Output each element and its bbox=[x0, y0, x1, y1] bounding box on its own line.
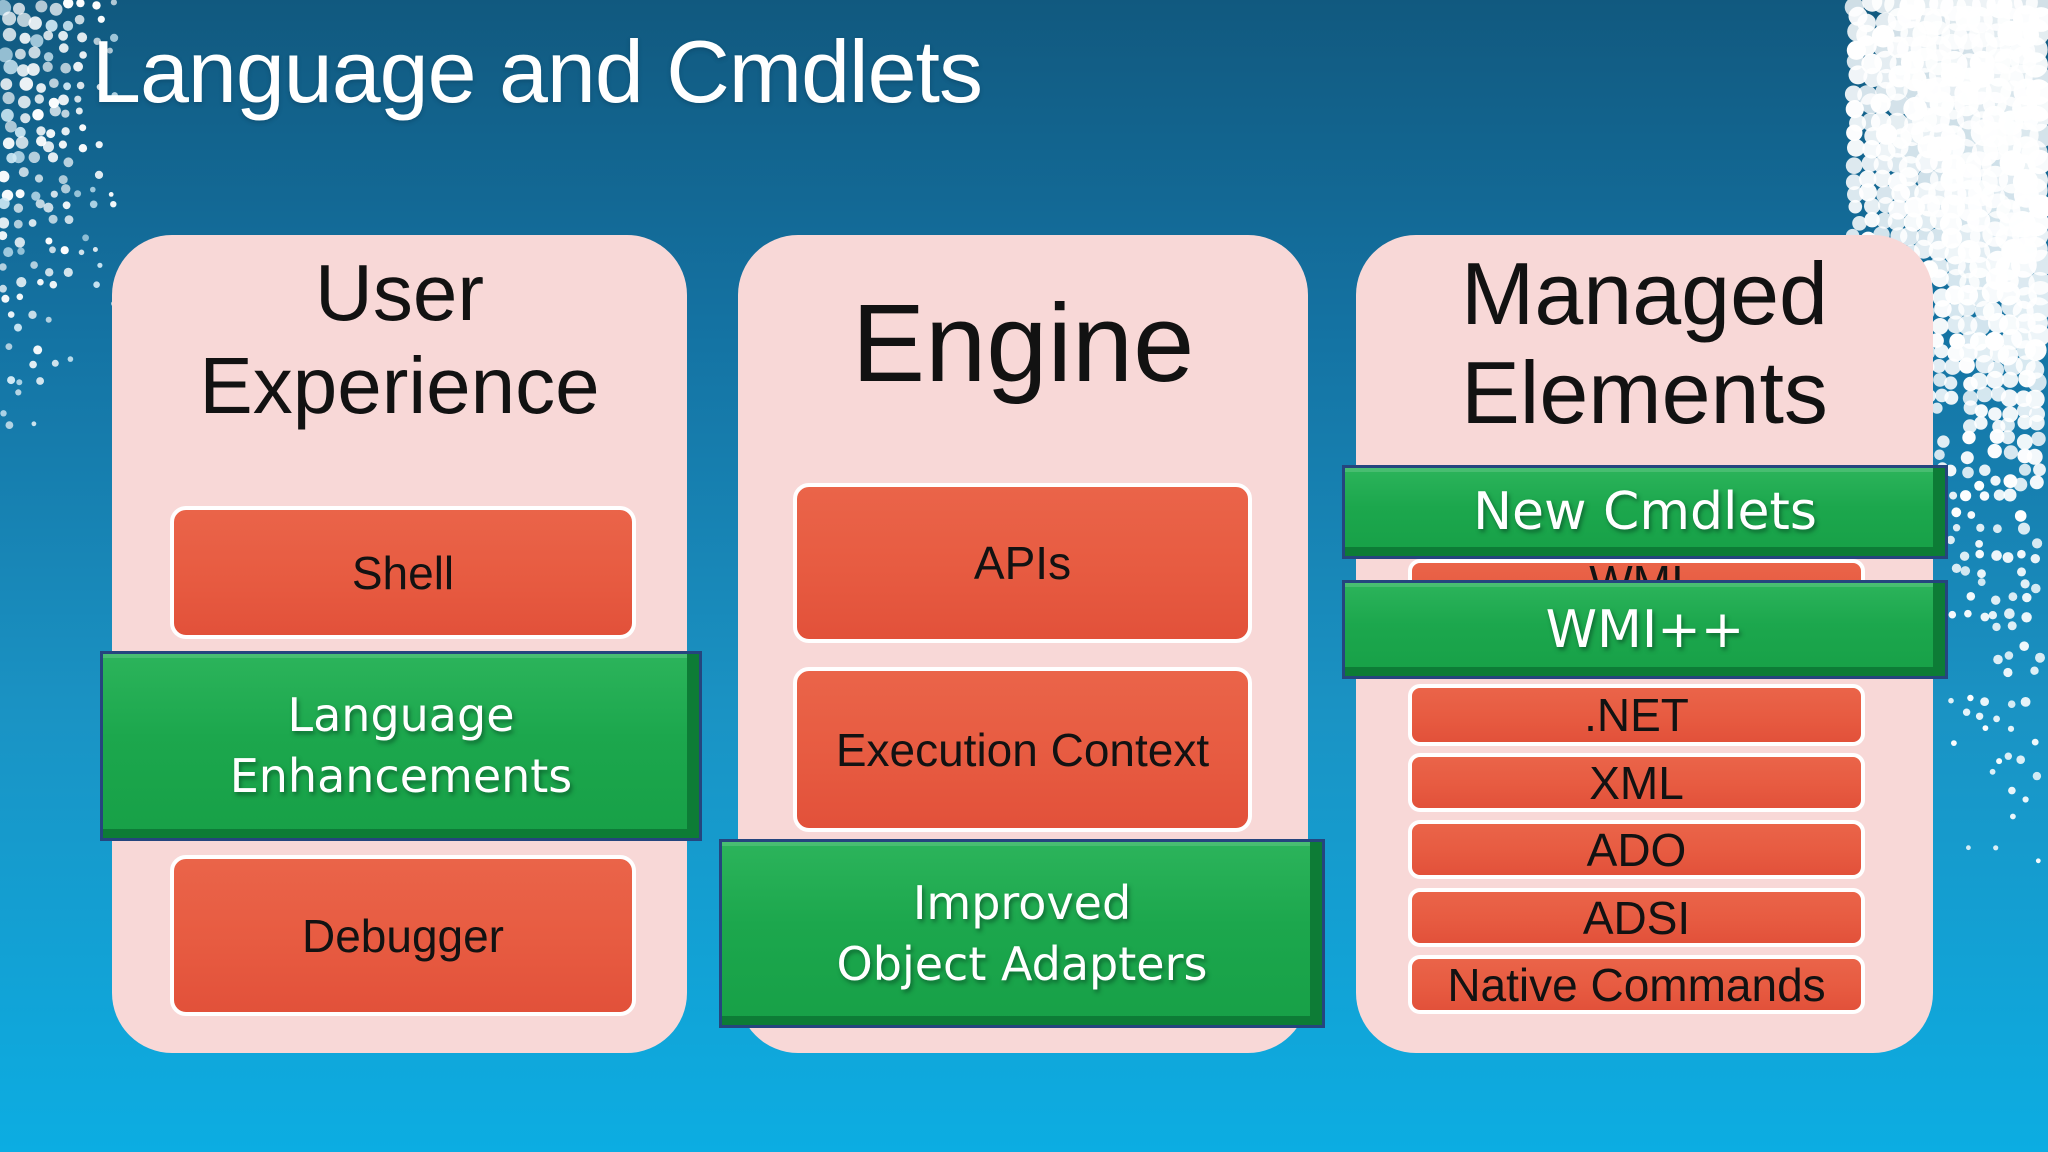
box-debugger: Debugger bbox=[170, 855, 636, 1016]
banner-improved-object-adapters: Improved Object Adapters bbox=[722, 842, 1322, 1025]
box-shell: Shell bbox=[170, 506, 636, 639]
box-apis: APIs bbox=[793, 483, 1252, 643]
box-native-commands: Native Commands bbox=[1408, 955, 1865, 1014]
slide-title: Language and Cmdlets bbox=[92, 22, 983, 121]
box-ado: ADO bbox=[1408, 820, 1865, 879]
box-xml: XML bbox=[1408, 753, 1865, 812]
panel-title-engine: Engine bbox=[851, 282, 1195, 405]
banner-wmi-plus-plus: WMI++ bbox=[1345, 583, 1945, 676]
banner-language-enhancements: Language Enhancements bbox=[103, 654, 699, 838]
banner-new-cmdlets: New Cmdlets bbox=[1345, 468, 1945, 556]
box-adsi: ADSI bbox=[1408, 888, 1865, 947]
box-execution-context: Execution Context bbox=[793, 667, 1252, 832]
panel-title-user-experience: User Experience bbox=[199, 248, 600, 430]
panel-title-managed-elements: Managed Elements bbox=[1461, 244, 1828, 442]
box-dotnet: .NET bbox=[1408, 684, 1865, 746]
